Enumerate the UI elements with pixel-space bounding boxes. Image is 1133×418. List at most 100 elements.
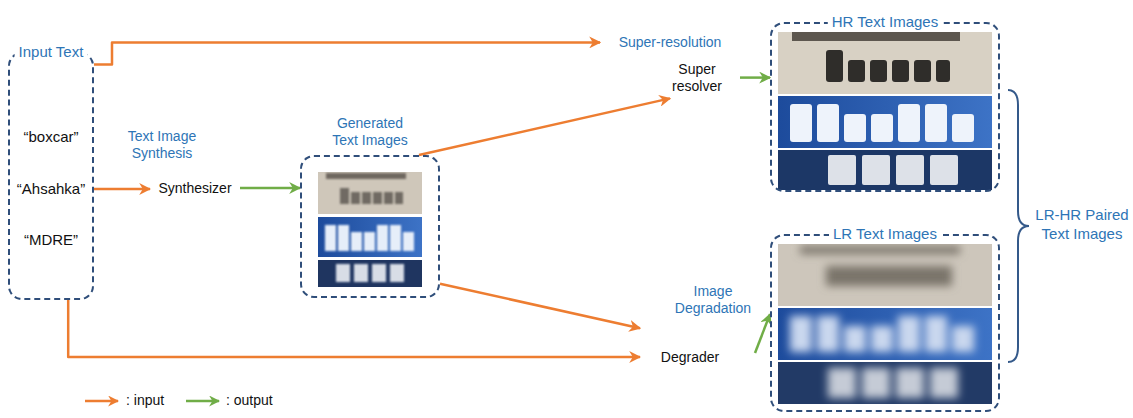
illustration-detail: [318, 172, 422, 214]
illustration-detail: [862, 368, 890, 398]
illustration-detail: [778, 32, 992, 94]
illustration-detail: [817, 104, 839, 142]
illustration-detail: [844, 114, 866, 142]
illustration-detail: [826, 50, 950, 82]
hr-image: [778, 150, 992, 190]
illustration-detail: [828, 368, 958, 398]
generated-images-group: Generated Text Images: [300, 155, 440, 298]
input-word: “Ahsahka”: [17, 180, 85, 198]
input-text-group: Input Text“boxcar”“Ahsahka”“MDRE”: [8, 52, 94, 300]
flow-arrow: [240, 187, 300, 190]
illustration-detail: [828, 155, 958, 185]
illustration-detail: [364, 232, 375, 251]
module-name: Synthesizer: [150, 180, 240, 197]
illustration-detail: [930, 155, 958, 185]
illustration-detail: [372, 264, 386, 282]
illustration-detail: [354, 264, 368, 282]
illustration-detail: [898, 104, 920, 142]
illustration-detail: [790, 316, 812, 352]
illustration-detail: [826, 50, 843, 82]
illustration-detail: [871, 114, 893, 142]
module-name: Degrader: [655, 349, 725, 366]
step-title: Image Degradation: [673, 283, 753, 317]
illustration-detail: [790, 104, 974, 142]
illustration-detail: [340, 188, 349, 204]
legend-text: : output: [226, 392, 273, 409]
illustration-detail: [848, 60, 865, 82]
illustration-detail: [826, 266, 952, 286]
illustration-detail: [844, 326, 866, 352]
flow-arrow: [440, 284, 640, 329]
illustration-detail: [351, 192, 360, 204]
hr-images-group: HR Text Images: [770, 22, 1000, 192]
illustration-detail: [340, 188, 403, 204]
synthesis-step: Text Image SynthesisSynthesizer: [150, 128, 240, 196]
flow-arrow: [755, 314, 770, 353]
input-word: “boxcar”: [23, 128, 78, 146]
illustration-detail: [318, 217, 422, 257]
illustration-detail: [828, 155, 856, 185]
module-name: Super resolver: [662, 61, 732, 95]
illustration-detail: [892, 60, 909, 82]
lr-image: [778, 362, 992, 404]
illustration-detail: [896, 155, 924, 185]
illustration-detail: [362, 192, 371, 204]
illustration-detail: [384, 192, 393, 204]
illustration-detail: [326, 173, 406, 179]
lr-image: [778, 244, 992, 306]
illustration-detail: [790, 316, 974, 352]
illustration-detail: [390, 264, 404, 282]
flow-arrow: [419, 98, 670, 155]
legend-text: : input: [126, 392, 164, 409]
illustration-detail: [778, 150, 992, 190]
illustration-detail: [930, 368, 958, 398]
generated-image: [318, 260, 422, 287]
super-resolution-step: Super-resolutionSuper resolver: [600, 34, 740, 98]
generated-image: [318, 172, 422, 214]
illustration-detail: [898, 316, 920, 352]
illustration-detail: [338, 225, 349, 251]
illustration-detail: [778, 96, 992, 148]
illustration-detail: [914, 60, 931, 82]
step-title: Super-resolution: [600, 34, 740, 51]
illustration-detail: [790, 104, 812, 142]
step-title: Text Image Synthesis: [120, 128, 204, 162]
illustration-detail: [925, 104, 947, 142]
illustration-detail: [395, 192, 403, 204]
illustration-detail: [778, 244, 992, 306]
illustration-detail: [336, 264, 350, 282]
group-title: Input Text: [15, 43, 88, 61]
flow-arrow: [94, 188, 150, 191]
illustration-detail: [936, 60, 950, 82]
illustration-detail: [817, 316, 839, 352]
group-title: HR Text Images: [828, 13, 942, 31]
illustration-detail: [870, 60, 887, 82]
flow-arrow: [68, 300, 640, 357]
flow-arrow: [740, 76, 770, 79]
input-word: “MDRE”: [24, 231, 78, 249]
generated-image: [318, 217, 422, 257]
illustration-detail: [373, 192, 382, 204]
flow-arrow: [94, 42, 600, 64]
illustration-detail: [800, 246, 960, 254]
illustration-detail: [778, 362, 992, 404]
legend-input-arrow: [85, 400, 118, 403]
illustration-detail: [390, 225, 401, 251]
pair-label: LR-HR Paired Text Images: [1034, 206, 1130, 244]
degradation-step: Image DegradationDegrader: [640, 283, 755, 365]
illustration-detail: [952, 114, 974, 142]
illustration-detail: [318, 260, 422, 287]
group-title: LR Text Images: [829, 225, 941, 243]
brace: [1008, 90, 1029, 362]
illustration-detail: [351, 232, 362, 251]
illustration-detail: [828, 368, 856, 398]
illustration-detail: [792, 32, 960, 41]
hr-image: [778, 96, 992, 148]
legend-output-arrow: [186, 400, 219, 403]
illustration-detail: [871, 326, 893, 352]
illustration-detail: [778, 308, 992, 360]
illustration-detail: [325, 225, 336, 251]
